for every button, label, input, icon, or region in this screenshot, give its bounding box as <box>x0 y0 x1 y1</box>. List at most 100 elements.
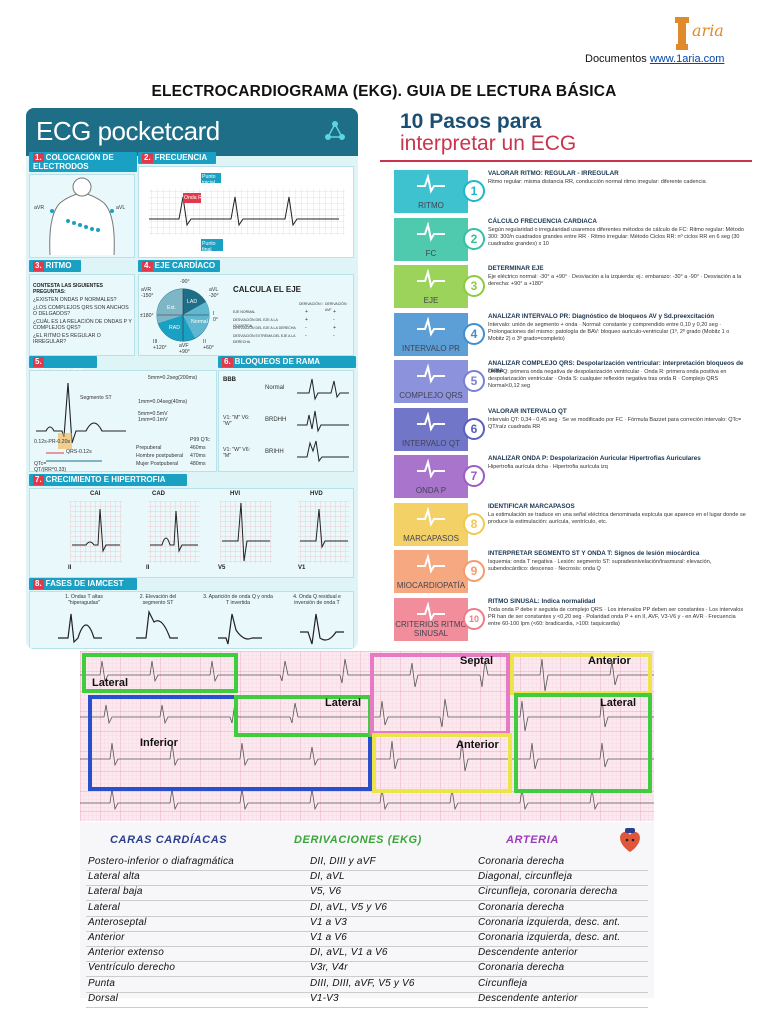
section-rhythm: 3.RITMO <box>29 260 81 272</box>
step-9-number: 9 <box>463 560 485 582</box>
step-3-title: DETERMINAR EJE <box>488 265 544 272</box>
step-7-title: ANALIZAR ONDA P: Despolarización Auricul… <box>488 455 701 462</box>
step-5-box: COMPLEJO QRS <box>394 360 468 403</box>
step-10-number: 10 <box>463 607 485 630</box>
row-divider <box>86 976 648 978</box>
step-6-text: Intervalo QT: 0,34 - 0,45 seg · Se ve mo… <box>488 416 742 430</box>
inferior-label: Inferior <box>140 737 178 749</box>
row-divider <box>86 900 648 902</box>
hypertrophy-panel: CAI CAD HVI HVD II II V5 V1 <box>29 488 354 578</box>
section-axis: 4.EJE CARDÍACO <box>138 260 220 272</box>
step-3-icon <box>417 269 445 289</box>
step-7-icon <box>417 459 445 479</box>
cell-deriv: V1 a V6 <box>310 932 347 943</box>
step-5-icon <box>417 364 445 384</box>
pocketcard-header <box>26 108 358 156</box>
step-2-icon <box>417 221 445 242</box>
cardiac-faces-table: CARAS CARDÍACAS DERIVACIONES (EKG) ARTER… <box>80 822 654 1008</box>
step-5-title: ANALIZAR COMPLEJO QRS: Despolarización v… <box>488 360 744 374</box>
anterior-mid-region <box>372 733 512 793</box>
row-divider <box>86 885 648 887</box>
step-9-title: INTERPRETAR SEGMENTO ST Y ONDA T: Signos… <box>488 550 700 557</box>
step-4-icon <box>417 316 445 337</box>
pocketcard-title: ECG pocketcard <box>36 116 220 146</box>
anterior-top-label: Anterior <box>588 655 631 667</box>
row-divider <box>86 1006 648 1008</box>
step-2-label: FC <box>425 248 437 258</box>
step-10-label: CRITERIOS RITMO SINUSAL <box>395 619 467 638</box>
header-caras: CARAS CARDÍACAS <box>110 834 228 846</box>
section-bundle-branch: 6.BLOQUEOS DE RAMA <box>218 356 356 368</box>
step-3-number: 3 <box>463 275 485 297</box>
axis-panel: -90° aVR -150° aVL -30° I 0° ±180° III +… <box>138 274 354 356</box>
row-divider <box>86 961 648 963</box>
cell-deriv: V1-V3 <box>310 992 339 1004</box>
step-1-label: RITMO <box>418 201 444 210</box>
cell-arteria: Coronaria izquierda, desc. ant. <box>478 932 621 943</box>
step-5-text: Onda Q: primera onda negativa de despola… <box>488 369 727 389</box>
step-6-box: INTERVALO QT <box>394 407 468 451</box>
step-9-label: MIOCARDIOPATÍA <box>396 581 466 590</box>
steps-title-line1: 10 Pasos para <box>400 110 542 133</box>
row-divider <box>86 991 648 993</box>
cell-deriv: DII, DIII y aVF <box>310 856 376 867</box>
step-5-label: COMPLEJO QRS <box>399 391 463 400</box>
lateral-mid-label: Lateral <box>325 697 362 709</box>
step-10-title: RITMO SINUSAL: Indica normalidad <box>488 597 596 605</box>
header-derivaciones: DERIVACIONES (EKG) <box>294 834 422 846</box>
cell-arteria: Circunfleja, coronaria derecha <box>478 886 618 898</box>
intervals-diagram <box>36 382 126 462</box>
section-frequency: 2.FRECUENCIA <box>138 152 216 164</box>
step-7-label: ONDA P <box>415 486 447 495</box>
frequency-panel: Punto inicial Onda R Punto final <box>138 166 354 258</box>
inferior-region <box>88 695 372 791</box>
row-divider <box>86 930 648 932</box>
section-stemi-phases: 8.FASES DE IAMCEST <box>29 578 137 590</box>
cell-cara: Ventrículo derecho <box>88 962 176 974</box>
step-1-box: RITMO <box>394 170 468 213</box>
step-2-title: CÁLCULO FRECUENCIA CARDIACA <box>488 217 597 225</box>
cell-deriv: V3r, V4r <box>310 962 348 974</box>
row-divider <box>86 946 648 947</box>
cell-cara: Anteroseptal <box>88 916 147 928</box>
step-1-icon <box>417 174 445 194</box>
documents-label: Documentos <box>585 53 647 65</box>
step-2-number: 2 <box>463 227 485 250</box>
step-8-icon <box>417 506 445 527</box>
step-3-label: EJE <box>423 296 439 305</box>
step-9-box: MIOCARDIOPATÍA <box>394 550 468 593</box>
cell-cara: Punta <box>88 977 116 989</box>
cell-arteria: Descendente anterior <box>478 992 578 1004</box>
step-5-number: 5 <box>463 370 485 392</box>
cell-cara: Lateral baja <box>88 886 143 898</box>
cell-cara: Dorsal <box>88 992 119 1004</box>
aria-logo: aria <box>672 14 734 54</box>
website-link[interactable]: www.1aria.com <box>649 53 725 65</box>
step-9-icon <box>417 554 445 574</box>
title-underline <box>380 160 752 162</box>
lateral-right-region <box>514 693 652 793</box>
step-7-box: ONDA P <box>394 455 468 498</box>
lateral-top-region <box>82 653 238 693</box>
step-2-text: Según regularidad o irregularidad usarem… <box>488 226 744 247</box>
step-8-label: MARCAPASOS <box>403 533 459 543</box>
cell-deriv: DIII, DIII, aVF, V5 y V6 <box>310 977 415 989</box>
anterior-mid-label: Anterior <box>456 739 499 751</box>
step-4-text: Intervalo: unión de segmento + onda · No… <box>488 321 730 342</box>
step-2-box: FC <box>394 217 468 261</box>
step-6-icon <box>417 411 445 432</box>
axis-title: CALCULA EL EJE <box>233 285 302 294</box>
step-6-title: VALORAR INTERVALO QT <box>488 407 567 415</box>
cell-cara: Anterior <box>88 932 125 943</box>
step-10-text: Toda onda P debe ir seguida de complejo … <box>488 606 744 627</box>
step-4-number: 4 <box>463 322 485 345</box>
steps-title-line2: interpretar un ECG <box>400 132 577 155</box>
section-electrodes: 1.COLOCACIÓN DE ELECTRODOS <box>29 152 137 172</box>
cell-deriv: V1 a V3 <box>310 916 347 928</box>
electrodes-panel: aVR aVL <box>29 174 135 258</box>
cell-cara: Anterior extenso <box>88 947 165 959</box>
rhythm-panel: CONTESTA LAS SIGUIENTES PREGUNTAS: ¿EXIS… <box>29 274 135 356</box>
row-divider <box>86 915 648 917</box>
